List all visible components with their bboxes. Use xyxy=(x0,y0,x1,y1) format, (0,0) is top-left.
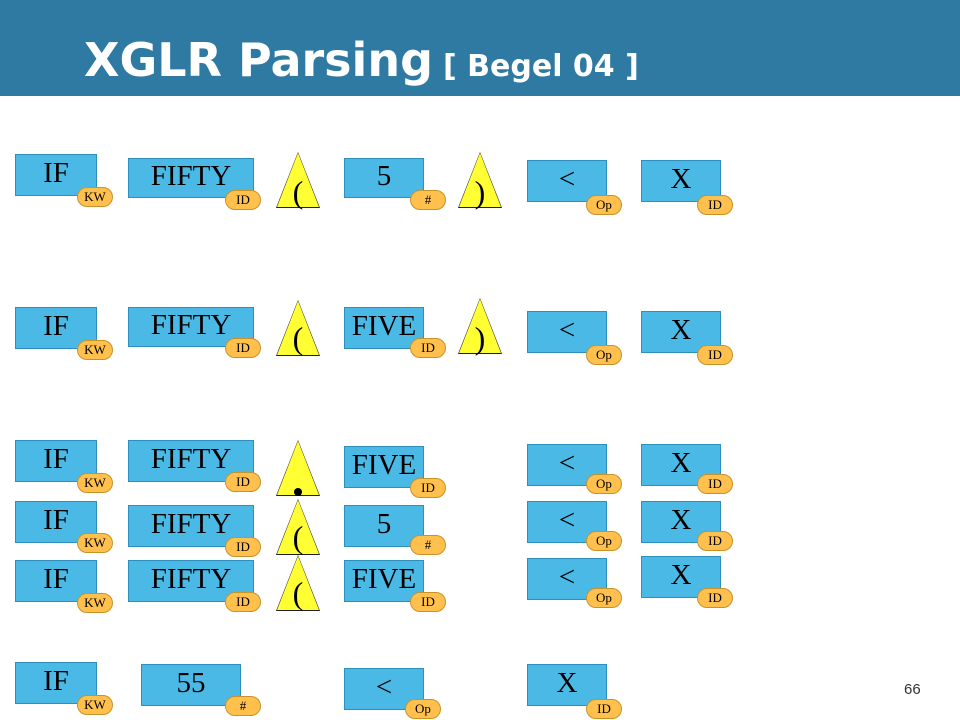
token-text: FIFTY xyxy=(150,507,232,540)
token-tag: ID xyxy=(410,478,446,498)
token-text: X xyxy=(670,558,692,591)
token-text: < xyxy=(558,560,576,593)
token-box: < xyxy=(527,558,607,600)
token-tag: KW xyxy=(77,187,113,207)
ambiguity-glyph: ( xyxy=(292,519,304,555)
token-box: IF xyxy=(15,154,97,196)
token-tag: Op xyxy=(586,474,622,494)
token-tag: Op xyxy=(586,345,622,365)
token-text: FIFTY xyxy=(150,159,232,192)
token-text: FIFTY xyxy=(150,308,232,341)
token-box: < xyxy=(527,311,607,353)
title-bar: XGLR Parsing [ Begel 04 ] xyxy=(0,0,960,96)
token-text: 55 xyxy=(176,666,206,699)
token-text: X xyxy=(670,446,692,479)
token-tag: ID xyxy=(697,531,733,551)
token-text: FIVE xyxy=(351,448,417,481)
token-text: 5 xyxy=(376,159,392,192)
ambiguity-glyph: ) xyxy=(474,174,486,210)
token-text: IF xyxy=(43,442,69,475)
ambiguity-glyph: ( xyxy=(292,320,304,356)
token-tag: KW xyxy=(77,340,113,360)
token-tag: ID xyxy=(697,588,733,608)
token-box: FIVE xyxy=(344,446,424,488)
token-box: X xyxy=(641,556,721,598)
token-box: X xyxy=(527,664,607,706)
token-box: FIVE xyxy=(344,560,424,602)
token-text: FIFTY xyxy=(150,442,232,475)
token-tag: # xyxy=(410,190,446,210)
ambiguity-glyph: ) xyxy=(474,320,486,356)
token-text: < xyxy=(375,670,393,703)
token-tag: Op xyxy=(586,588,622,608)
page-number: 66 xyxy=(904,681,921,698)
token-text: FIFTY xyxy=(150,562,232,595)
token-tag: Op xyxy=(586,195,622,215)
token-tag: ID xyxy=(225,190,261,210)
ambiguity-dot xyxy=(294,488,302,496)
token-tag: ID xyxy=(225,537,261,557)
ambiguity-glyph: ( xyxy=(292,575,304,611)
token-text: 5 xyxy=(376,507,392,540)
token-tag: ID xyxy=(697,345,733,365)
token-box: 55 xyxy=(141,664,241,706)
token-text: X xyxy=(670,313,692,346)
token-text: < xyxy=(558,503,576,536)
token-text: IF xyxy=(43,562,69,595)
token-box: X xyxy=(641,311,721,353)
title-text: XGLR Parsing xyxy=(84,33,433,87)
token-tag: ID xyxy=(225,338,261,358)
token-text: IF xyxy=(43,503,69,536)
token-tag: ID xyxy=(410,592,446,612)
token-text: X xyxy=(670,162,692,195)
token-tag: ID xyxy=(697,195,733,215)
token-text: X xyxy=(556,666,578,699)
token-tag: ID xyxy=(225,472,261,492)
token-tag: ID xyxy=(697,474,733,494)
token-tag: Op xyxy=(586,531,622,551)
token-box: FIFTY xyxy=(128,307,254,347)
token-box: 5 xyxy=(344,158,424,198)
token-tag: # xyxy=(410,535,446,555)
title-subtitle: [ Begel 04 ] xyxy=(443,49,639,84)
token-text: X xyxy=(670,503,692,536)
token-text: IF xyxy=(43,664,69,697)
token-text: IF xyxy=(43,309,69,342)
slide-title: XGLR Parsing [ Begel 04 ] xyxy=(84,28,639,99)
token-text: < xyxy=(558,313,576,346)
token-tag: ID xyxy=(225,592,261,612)
ambiguity-glyph: ( xyxy=(292,174,304,210)
token-tag: KW xyxy=(77,473,113,493)
token-box: IF xyxy=(15,307,97,349)
token-tag: Op xyxy=(405,699,441,719)
token-text: < xyxy=(558,446,576,479)
token-text: FIVE xyxy=(351,562,417,595)
token-text: FIVE xyxy=(351,309,417,342)
token-tag: # xyxy=(225,696,261,716)
token-text: < xyxy=(558,162,576,195)
token-tag: KW xyxy=(77,593,113,613)
token-tag: KW xyxy=(77,533,113,553)
token-tag: ID xyxy=(586,699,622,719)
token-tag: ID xyxy=(410,338,446,358)
token-text: IF xyxy=(43,156,69,189)
token-tag: KW xyxy=(77,695,113,715)
